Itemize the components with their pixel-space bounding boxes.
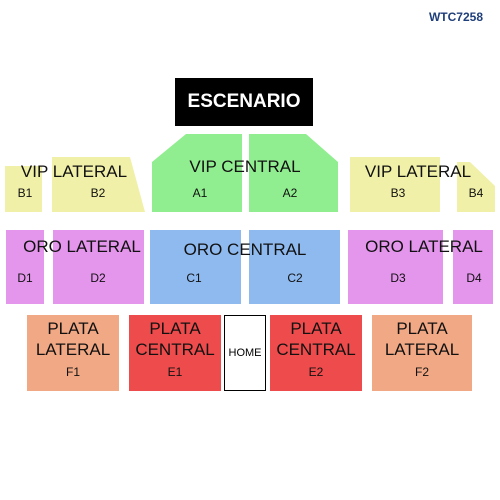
- section-label-a2: A2: [282, 186, 298, 200]
- section-b4[interactable]: [457, 162, 495, 212]
- section-c2[interactable]: [249, 230, 340, 304]
- section-e1[interactable]: [129, 315, 221, 391]
- section-label-d3: D3: [390, 271, 406, 285]
- zone-label-vip-lateral-right: VIP LATERAL: [364, 162, 472, 181]
- zone-label-plata-lateral-left: PLATA LATERAL: [35, 319, 111, 359]
- zone-label-plata-central-right: PLATA CENTRAL: [276, 319, 356, 359]
- section-e2[interactable]: [270, 315, 362, 391]
- section-f2[interactable]: [372, 315, 472, 391]
- section-d3[interactable]: [348, 230, 443, 304]
- section-label-f1: F1: [65, 365, 80, 379]
- section-label-c2: C2: [287, 271, 303, 285]
- section-b3[interactable]: [350, 157, 440, 212]
- section-label-b3: B3: [390, 186, 406, 200]
- section-b1[interactable]: [5, 166, 42, 212]
- section-f1[interactable]: [27, 315, 119, 391]
- section-label-b4: B4: [468, 186, 484, 200]
- section-b2[interactable]: [52, 157, 145, 212]
- zone-label-plata-lateral-right: PLATA LATERAL: [384, 319, 460, 359]
- section-label-f2: F2: [414, 365, 429, 379]
- section-d2[interactable]: [53, 230, 144, 304]
- home-box: HOME: [224, 315, 266, 391]
- section-label-d1: D1: [17, 271, 33, 285]
- section-c1[interactable]: [150, 230, 241, 304]
- stage: ESCENARIO: [175, 78, 313, 126]
- section-d1[interactable]: [6, 230, 44, 304]
- zone-label-oro-lateral-right: ORO LATERAL: [365, 237, 483, 256]
- section-label-e1: E1: [167, 365, 183, 379]
- zone-label-oro-lateral-left: ORO LATERAL: [23, 237, 141, 256]
- zone-label-plata-central-left: PLATA CENTRAL: [135, 319, 215, 359]
- section-label-e2: E2: [308, 365, 324, 379]
- zone-label-vip-lateral-left: VIP LATERAL: [20, 162, 128, 181]
- section-label-c1: C1: [186, 271, 202, 285]
- venue-code: WTC7258: [428, 10, 484, 24]
- section-label-b1: B1: [17, 186, 33, 200]
- section-a1[interactable]: [152, 134, 242, 212]
- zone-label-oro-central: ORO CENTRAL: [183, 240, 307, 259]
- section-label-b2: B2: [90, 186, 106, 200]
- section-label-d4: D4: [466, 271, 482, 285]
- zone-label-vip-central: VIP CENTRAL: [189, 157, 301, 176]
- section-d4[interactable]: [453, 230, 493, 304]
- section-label-d2: D2: [90, 271, 106, 285]
- section-label-a1: A1: [192, 186, 208, 200]
- section-a2[interactable]: [249, 134, 338, 212]
